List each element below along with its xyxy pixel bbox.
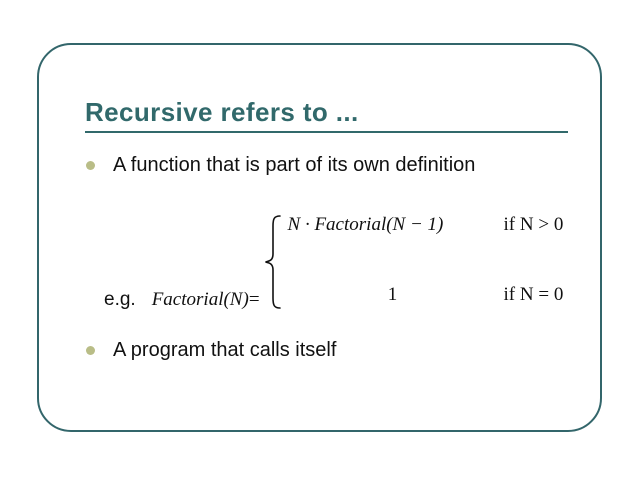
page-title: Recursive refers to ...: [85, 97, 359, 127]
cases-left-brace-icon: [262, 214, 284, 310]
case-expression: N · Factorial(N − 1): [287, 214, 444, 235]
bullet-dot-icon: [86, 161, 95, 170]
formula-eg-label: e.g.: [104, 289, 136, 310]
case-row: 1 if N = 0: [288, 284, 564, 310]
formula-equals-sign: =: [248, 289, 260, 310]
bullet-dot-icon: [86, 346, 95, 355]
list-item: A function that is part of its own defin…: [86, 152, 475, 178]
case-condition: if N > 0: [503, 214, 564, 235]
cases-list: N · Factorial(N − 1) if N > 0 1 if N = 0: [288, 214, 564, 310]
formula-lhs-expression: Factorial(N): [151, 289, 249, 310]
case-expression: 1: [387, 284, 398, 305]
slide-frame-border: [37, 43, 602, 432]
bullet-text: A program that calls itself: [113, 339, 337, 361]
list-item: A program that calls itself: [86, 337, 336, 363]
formula-left-hand-side: Factorial(N)=: [152, 289, 260, 311]
case-row: N · Factorial(N − 1) if N > 0: [288, 214, 564, 240]
title-underline-rule: [85, 131, 568, 133]
factorial-formula: e.g. Factorial(N)= N · Factorial(N − 1) …: [104, 214, 563, 310]
case-condition: if N = 0: [503, 284, 564, 305]
bullet-text: A function that is part of its own defin…: [113, 154, 476, 176]
